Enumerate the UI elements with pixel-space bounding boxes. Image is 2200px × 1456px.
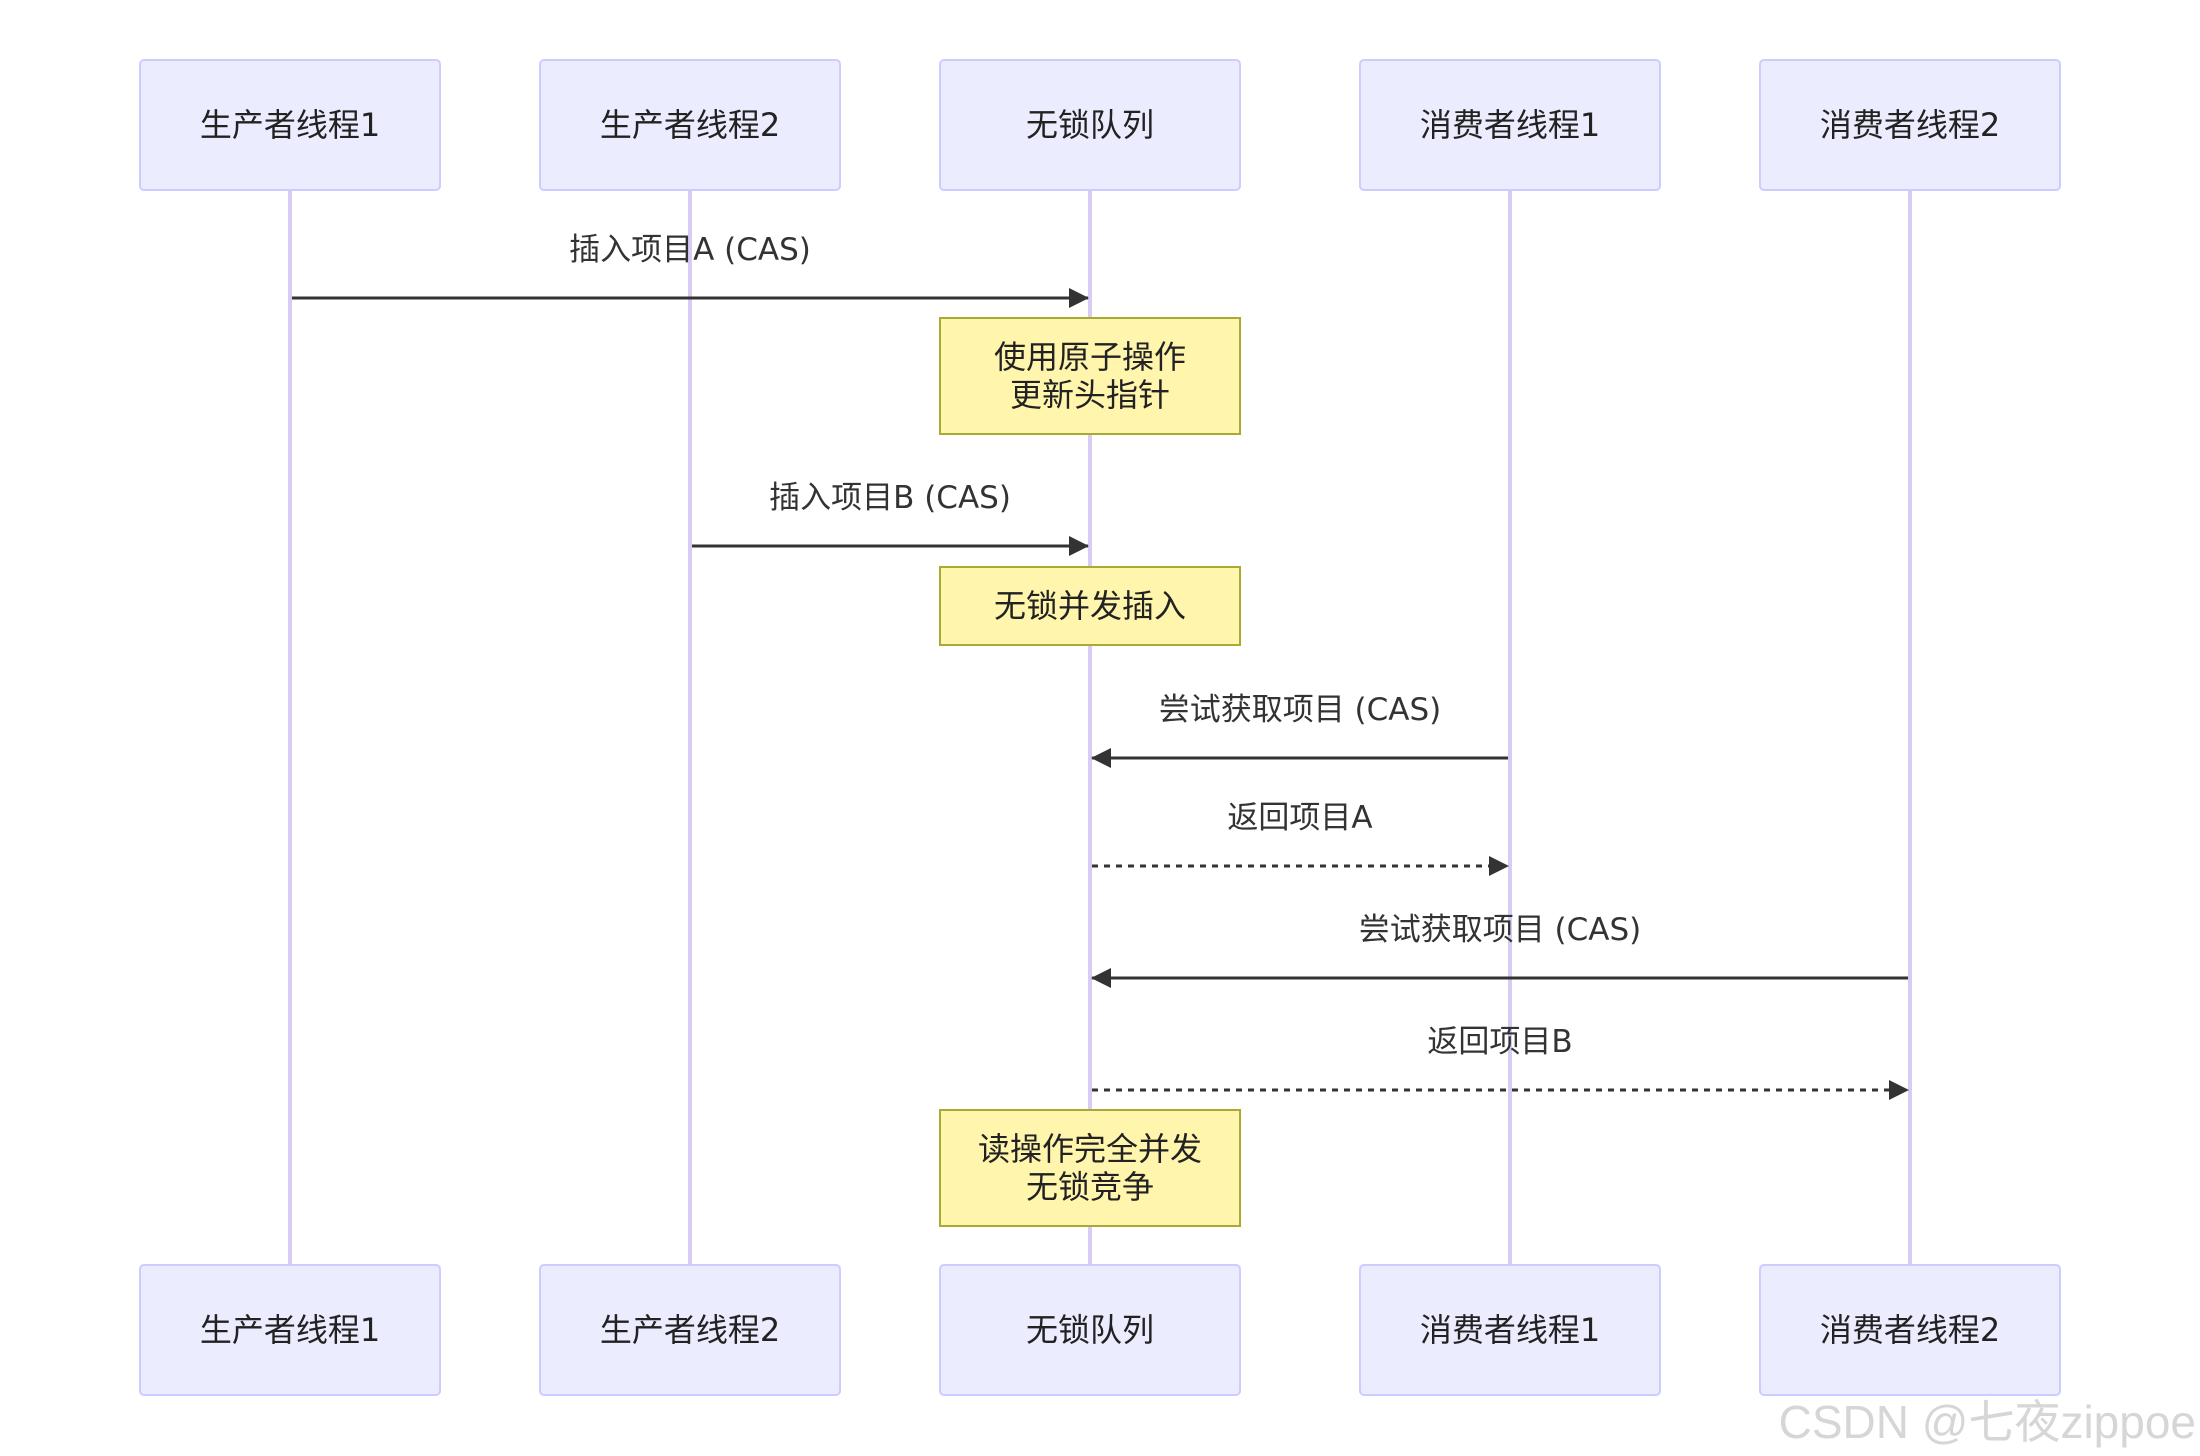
actor-label: 无锁队列 bbox=[1026, 106, 1154, 144]
actor-c1-bottom: 消费者线程1 bbox=[1359, 1264, 1661, 1396]
actor-box bbox=[939, 1264, 1241, 1396]
actor-p1-top: 生产者线程1 bbox=[139, 59, 441, 191]
actor-label: 消费者线程1 bbox=[1420, 106, 1600, 144]
message-6: 返回项目B bbox=[1092, 1024, 1909, 1100]
message-label: 返回项目A bbox=[1227, 800, 1372, 836]
actor-label: 生产者线程2 bbox=[600, 106, 780, 144]
actor-p2-top: 生产者线程2 bbox=[539, 59, 841, 191]
actor-box bbox=[1759, 59, 2061, 191]
note-line: 无锁竞争 bbox=[1026, 1168, 1154, 1206]
message-label: 返回项目B bbox=[1427, 1024, 1572, 1060]
actor-label: 无锁队列 bbox=[1026, 1311, 1154, 1349]
message-2: 插入项目B (CAS) bbox=[692, 480, 1089, 556]
note-line: 无锁并发插入 bbox=[994, 587, 1186, 625]
actor-box bbox=[139, 59, 441, 191]
message-label: 插入项目A (CAS) bbox=[569, 232, 811, 268]
actor-box bbox=[1359, 59, 1661, 191]
actor-q-top: 无锁队列 bbox=[939, 59, 1241, 191]
note-line: 更新头指针 bbox=[1010, 376, 1170, 414]
actor-c1-top: 消费者线程1 bbox=[1359, 59, 1661, 191]
actor-label: 生产者线程2 bbox=[600, 1311, 780, 1349]
actor-c2-top: 消费者线程2 bbox=[1759, 59, 2061, 191]
actor-box bbox=[939, 59, 1241, 191]
message-label: 尝试获取项目 (CAS) bbox=[1359, 912, 1642, 948]
watermark-text: CSDN @七夜zippoe bbox=[1779, 1396, 2196, 1448]
actor-p2-bottom: 生产者线程2 bbox=[539, 1264, 841, 1396]
message-1: 插入项目A (CAS) bbox=[292, 232, 1089, 308]
message-label: 尝试获取项目 (CAS) bbox=[1159, 692, 1442, 728]
note-line: 读操作完全并发 bbox=[978, 1130, 1202, 1168]
note-box bbox=[939, 566, 1241, 646]
actor-box bbox=[1759, 1264, 2061, 1396]
actor-c2-bottom: 消费者线程2 bbox=[1759, 1264, 2061, 1396]
message-5: 尝试获取项目 (CAS) bbox=[1091, 912, 1908, 988]
note-line: 使用原子操作 bbox=[994, 338, 1186, 376]
actor-box bbox=[1359, 1264, 1661, 1396]
note-2: 无锁并发插入 bbox=[939, 566, 1241, 646]
actor-box bbox=[139, 1264, 441, 1396]
actor-q-bottom: 无锁队列 bbox=[939, 1264, 1241, 1396]
actor-box bbox=[539, 59, 841, 191]
message-4: 返回项目A bbox=[1092, 800, 1509, 876]
message-3: 尝试获取项目 (CAS) bbox=[1091, 692, 1508, 768]
actor-box bbox=[539, 1264, 841, 1396]
note-box bbox=[939, 317, 1241, 435]
actor-label: 消费者线程2 bbox=[1820, 1311, 2000, 1349]
actor-label: 消费者线程2 bbox=[1820, 106, 2000, 144]
actor-label: 生产者线程1 bbox=[200, 1311, 380, 1349]
actor-label: 生产者线程1 bbox=[200, 106, 380, 144]
note-box bbox=[939, 1109, 1241, 1227]
actor-p1-bottom: 生产者线程1 bbox=[139, 1264, 441, 1396]
actor-label: 消费者线程1 bbox=[1420, 1311, 1600, 1349]
message-label: 插入项目B (CAS) bbox=[769, 480, 1011, 516]
